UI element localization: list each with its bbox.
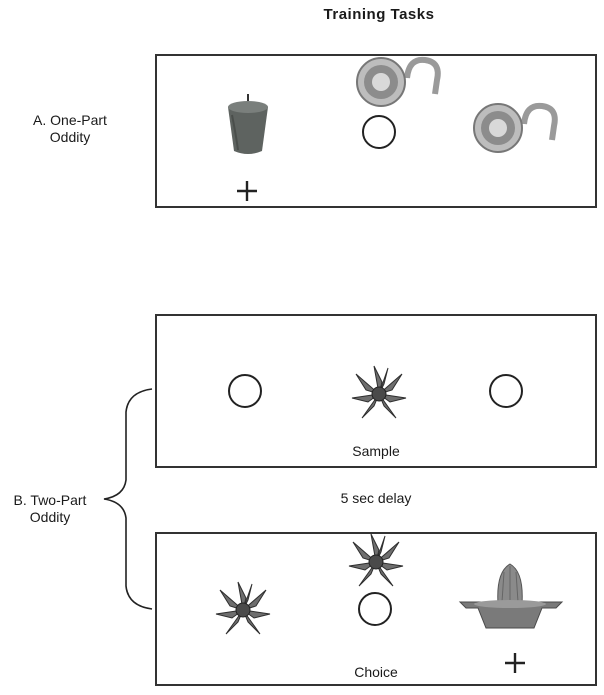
delay-label: 5 sec delay	[340, 490, 412, 506]
gift-bow-icon	[351, 365, 407, 419]
section-a-label-line1: A. One-Part	[33, 112, 107, 128]
circle-marker	[362, 115, 396, 149]
plus-marker	[237, 181, 257, 201]
plus-marker	[505, 653, 525, 673]
section-b-label-line2: Oddity	[29, 509, 71, 525]
circle-marker	[358, 592, 392, 626]
section-a-label-line2: Oddity	[49, 129, 91, 145]
citrus-juicer-icon	[458, 563, 564, 629]
section-b-label: B. Two-Part Oddity	[0, 492, 100, 526]
sample-panel	[155, 314, 597, 468]
choice-panel	[155, 532, 597, 686]
curly-brace	[103, 388, 153, 610]
combination-lock-icon	[356, 56, 441, 107]
sample-label: Sample	[352, 443, 400, 459]
circle-marker	[228, 374, 262, 408]
section-b-label-line1: B. Two-Part	[13, 492, 87, 508]
candle-icon	[228, 94, 268, 154]
figure-title: Training Tasks	[323, 6, 435, 23]
choice-label: Choice	[354, 664, 398, 680]
one-part-oddity-panel	[155, 54, 597, 208]
combination-lock-icon	[473, 102, 558, 153]
section-a-label: A. One-Part Oddity	[20, 112, 120, 146]
gift-bow-icon	[348, 533, 404, 587]
gift-bow-icon	[215, 581, 271, 635]
circle-marker	[489, 374, 523, 408]
